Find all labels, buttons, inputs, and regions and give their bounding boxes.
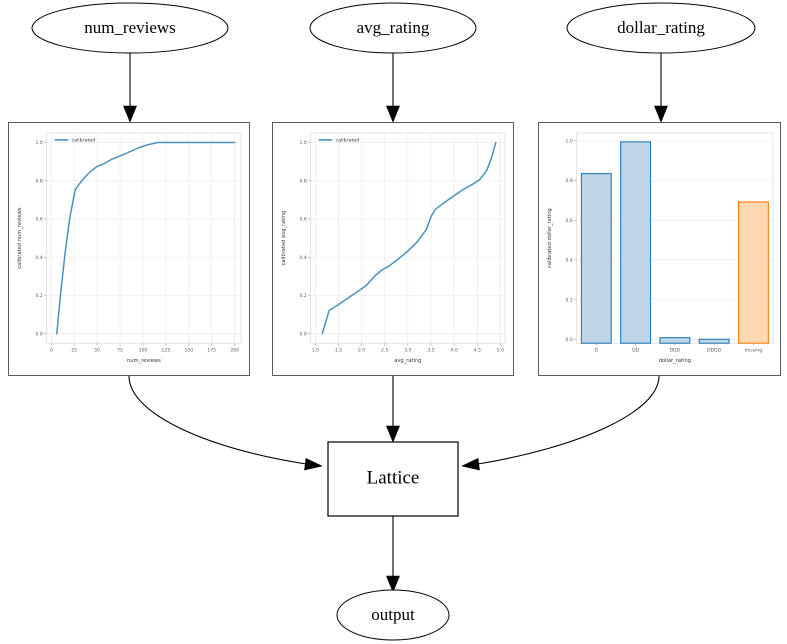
edge-dollar-rating-to-calibrator: [654, 53, 668, 123]
y-tick-label: 0.0: [565, 337, 572, 343]
edge-calibrator-avg-rating-to-lattice: [386, 376, 400, 443]
x-tick-label: 5.0: [497, 348, 504, 354]
output-label: output: [371, 605, 415, 624]
y-axis-title: calibrated dollar_rating: [547, 208, 553, 268]
x-tick-label: 4.5: [474, 348, 481, 354]
x-tick-label-missing: missing: [745, 348, 763, 354]
node-output[interactable]: output: [336, 589, 450, 641]
bar-DDD[interactable]: [659, 337, 691, 344]
y-tick-label: 0.8: [299, 178, 306, 184]
x-tick-label: 3.0: [404, 348, 411, 354]
y-tick-label: 0.2: [299, 293, 306, 299]
num-reviews-calibration-chart: 0 25 50 75 100 125 150 175 200 0.0 0.2 0.4 0.6 0.8 1.0…: [17, 132, 242, 364]
x-tick-label: 100: [139, 348, 148, 354]
bar-missing[interactable]: [737, 201, 769, 344]
x-tick-label: 2.5: [381, 348, 388, 354]
x-tick-label-DDDD: DDDD: [707, 348, 722, 354]
avg-rating-calibration-chart: 1.0 1.5 2.0 2.5 3.0 3.5 4.0 4.5 5.0 0.0 0.2 0.4 0.6 0…: [281, 132, 506, 364]
bar-D[interactable]: [580, 173, 612, 344]
output-ellipse[interactable]: [336, 589, 450, 641]
chart-legend: calibrated: [54, 138, 95, 144]
edge-calibrator-num-reviews-to-lattice: [128, 375, 323, 471]
node-num-reviews[interactable]: num_reviews: [31, 2, 229, 54]
edge-num-reviews-to-calibrator: [123, 53, 137, 123]
x-tick-label-DD: DD: [632, 348, 640, 354]
lattice-rect[interactable]: [327, 441, 459, 517]
lattice-label: Lattice: [367, 467, 420, 488]
avg-rating-label: avg_rating: [357, 18, 430, 37]
x-tick-label-D: D: [595, 348, 599, 354]
y-tick-label: 1.0: [299, 140, 306, 146]
calibrator-panel-num-reviews: 0 25 50 75 100 125 150 175 200 0.0 0.2 0.4 0.6 0.8 1.0…: [8, 122, 250, 376]
x-tick-label: 125: [162, 348, 171, 354]
y-tick-label: 0.4: [35, 255, 42, 261]
x-axis-title: avg_rating: [394, 358, 421, 364]
y-axis-title: calibrated num_reviews: [17, 207, 23, 269]
series-line-calibrated: [56, 141, 236, 335]
x-tick-label: 75: [117, 348, 123, 354]
node-avg-rating[interactable]: avg_rating: [309, 2, 477, 54]
y-tick-label: 0.8: [565, 178, 572, 184]
legend-label-calibrated: calibrated: [71, 138, 95, 144]
bar-DDDD[interactable]: [698, 338, 730, 344]
y-axis-title: calibrated avg_rating: [281, 211, 287, 266]
edge-lattice-to-output: [386, 516, 400, 593]
x-axis-title: num_reviews: [127, 358, 161, 364]
y-tick-label: 0.8: [35, 178, 42, 184]
y-tick-label: 0.4: [299, 255, 306, 261]
edge-calibrator-dollar-rating-to-lattice: [461, 375, 660, 471]
x-tick-label: 1.5: [335, 348, 342, 354]
x-tick-label: 150: [184, 348, 193, 354]
series-line-calibrated: [321, 141, 497, 335]
y-tick-label: 0.2: [35, 293, 42, 299]
x-tick-label: 50: [94, 348, 100, 354]
y-tick-label: 0.2: [565, 297, 572, 303]
node-lattice[interactable]: Lattice: [327, 441, 459, 517]
x-tick-label: 200: [230, 348, 239, 354]
y-tick-label: 1.0: [565, 139, 572, 145]
edge-avg-rating-to-calibrator: [386, 53, 400, 123]
legend-label-calibrated: calibrated: [335, 138, 359, 144]
plot-frame: [46, 132, 242, 344]
x-tick-label: 0: [50, 348, 53, 354]
y-tick-label: 0.0: [35, 331, 42, 337]
x-tick-label: 175: [207, 348, 216, 354]
y-tick-label: 0.6: [299, 217, 306, 223]
y-tick-label: 0.0: [299, 331, 306, 337]
x-tick-label: 2.0: [358, 348, 365, 354]
y-tick-label: 0.4: [565, 258, 572, 264]
calibrator-panel-avg-rating: 1.0 1.5 2.0 2.5 3.0 3.5 4.0 4.5 5.0 0.0 0.2 0.4 0.6 0…: [272, 122, 514, 376]
x-axis-title: dollar_rating: [659, 358, 691, 364]
node-dollar-rating[interactable]: dollar_rating: [566, 2, 756, 54]
x-tick-label: 4.0: [451, 348, 458, 354]
x-tick-label: 1.0: [312, 348, 319, 354]
bar-DD[interactable]: [620, 141, 652, 344]
x-tick-label: 3.5: [427, 348, 434, 354]
y-tick-label: 1.0: [35, 140, 42, 146]
y-tick-label: 0.6: [565, 218, 572, 224]
x-tick-label: 25: [71, 348, 77, 354]
num-reviews-label: num_reviews: [84, 18, 176, 37]
x-tick-label-DDD: DDD: [670, 348, 681, 354]
chart-legend: calibrated: [318, 138, 359, 144]
dollar-rating-label: dollar_rating: [617, 18, 705, 37]
y-tick-label: 0.6: [35, 217, 42, 223]
